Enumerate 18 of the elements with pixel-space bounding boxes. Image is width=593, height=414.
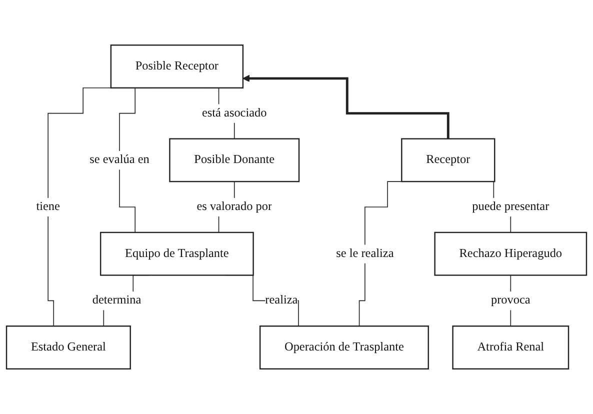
edge-label: puede presentar — [472, 200, 550, 214]
edge-label: provoca — [490, 294, 530, 307]
edge-label: realiza — [265, 294, 298, 307]
node-box: Receptor — [401, 138, 496, 182]
edge-label: tiene — [36, 200, 60, 214]
edge-label: está asociado — [202, 106, 267, 120]
node-box: Posible Donante — [169, 138, 300, 182]
node-box: Estado General — [6, 326, 131, 370]
node-box: Posible Receptor — [110, 44, 244, 88]
edge-label: se le realiza — [336, 247, 394, 260]
edge-label: determina — [92, 294, 142, 307]
node-box: Operación de Trasplante — [259, 326, 429, 370]
node-box: Atrofia Renal — [452, 326, 570, 370]
node-box: Equipo de Trasplante — [100, 232, 254, 276]
edge-label: es valorado por — [196, 200, 272, 214]
node-box: Rechazo Hiperagudo — [434, 232, 588, 276]
edge-label: se evalúa en — [90, 153, 150, 166]
arrow — [242, 74, 450, 140]
